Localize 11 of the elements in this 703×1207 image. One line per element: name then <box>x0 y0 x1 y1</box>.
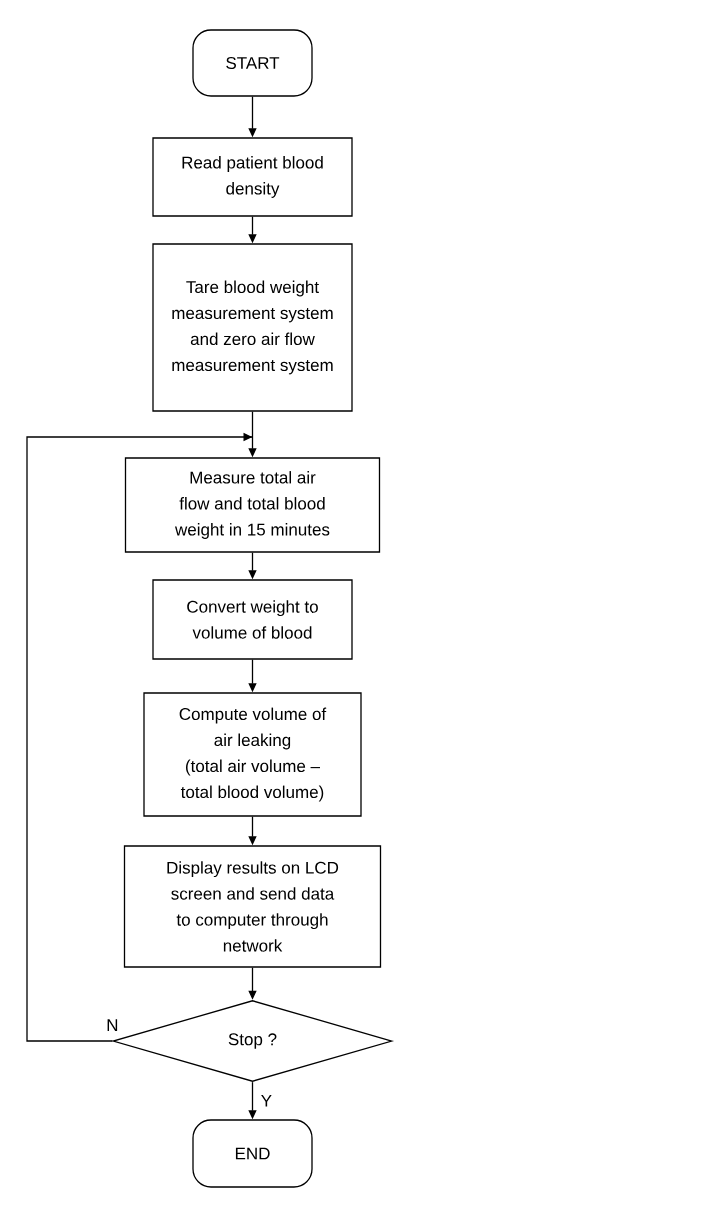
loop-arrow <box>26 432 254 1042</box>
process-box: Display results on LCD screen and send data to computer through network <box>123 845 382 968</box>
process-box: Read patient blood density <box>152 137 353 217</box>
connector-line <box>251 411 254 438</box>
process-box: Compute volume of air leaking (total air volume – total blood volume) <box>143 692 362 817</box>
process-box: Measure total air flow and total blood weight in 15 minutes <box>124 457 381 553</box>
terminal-box: END <box>192 1119 313 1188</box>
process-box: Tare blood weight measurement system and zero air flow measurement system <box>152 243 353 412</box>
edge-label: Y <box>259 1093 274 1108</box>
process-box: Convert weight to volume of blood <box>152 579 353 660</box>
terminal-box: START <box>192 29 313 97</box>
